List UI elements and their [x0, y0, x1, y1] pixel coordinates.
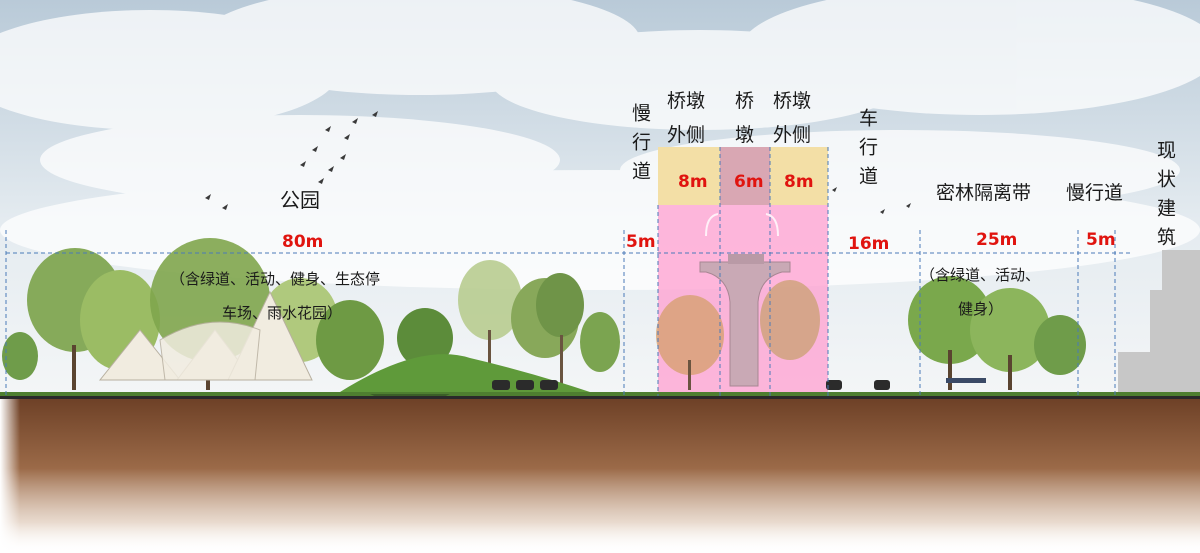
pier-outer-left-label-line2: 外侧: [667, 124, 706, 146]
soil-fade-left: [0, 399, 20, 553]
pier-outer-right-band: [770, 147, 828, 205]
existing-building-label: 现状建筑: [1154, 140, 1176, 256]
pier-outer-right-label-line2: 外侧: [773, 124, 812, 146]
park-note-line1: （含绿道、活动、健身、生态停: [170, 270, 381, 288]
park-width-label: 80m: [282, 232, 324, 252]
park-label: 公园: [280, 188, 320, 212]
slow-lane-left-width: 5m: [626, 232, 656, 252]
forest-belt-note-line1: （含绿道、活动、: [920, 266, 1041, 284]
slow-lane-left-label: 慢行道: [629, 103, 651, 190]
pier-outer-left-label-line1: 桥墩: [667, 90, 706, 112]
pier-outer-right-label-line1: 桥墩: [773, 90, 812, 112]
forest-belt-width: 25m: [976, 230, 1018, 250]
pier-outer-left-band: [658, 147, 720, 205]
forest-belt-label: 密林隔离带: [936, 182, 1032, 204]
vehicles: [492, 378, 986, 390]
pier-label-line1: 桥: [735, 90, 755, 112]
soil: [0, 399, 1200, 553]
bridge-pier: [699, 213, 791, 387]
slow-lane-right-label: 慢行道: [1066, 182, 1124, 204]
carriageway-width: 16m: [848, 234, 890, 254]
tensile-tents: [98, 290, 313, 381]
trees: [2, 238, 1086, 390]
park-note-line2: 车场、雨水花园）: [222, 304, 343, 322]
pier-outer-left-width: 8m: [678, 172, 708, 192]
pier-label-line2: 墩: [735, 124, 755, 146]
pier-width: 6m: [734, 172, 764, 192]
ground-line: [0, 396, 1200, 399]
carriageway-label: 车行道: [856, 108, 878, 195]
pier-band: [720, 147, 770, 205]
zone-dividers: [5, 147, 1116, 396]
forest-belt-note-line2: 健身）: [958, 300, 1004, 318]
pier-outer-right-width: 8m: [784, 172, 814, 192]
buildings-right: [1118, 250, 1200, 396]
slow-lane-right-width: 5m: [1086, 230, 1116, 250]
